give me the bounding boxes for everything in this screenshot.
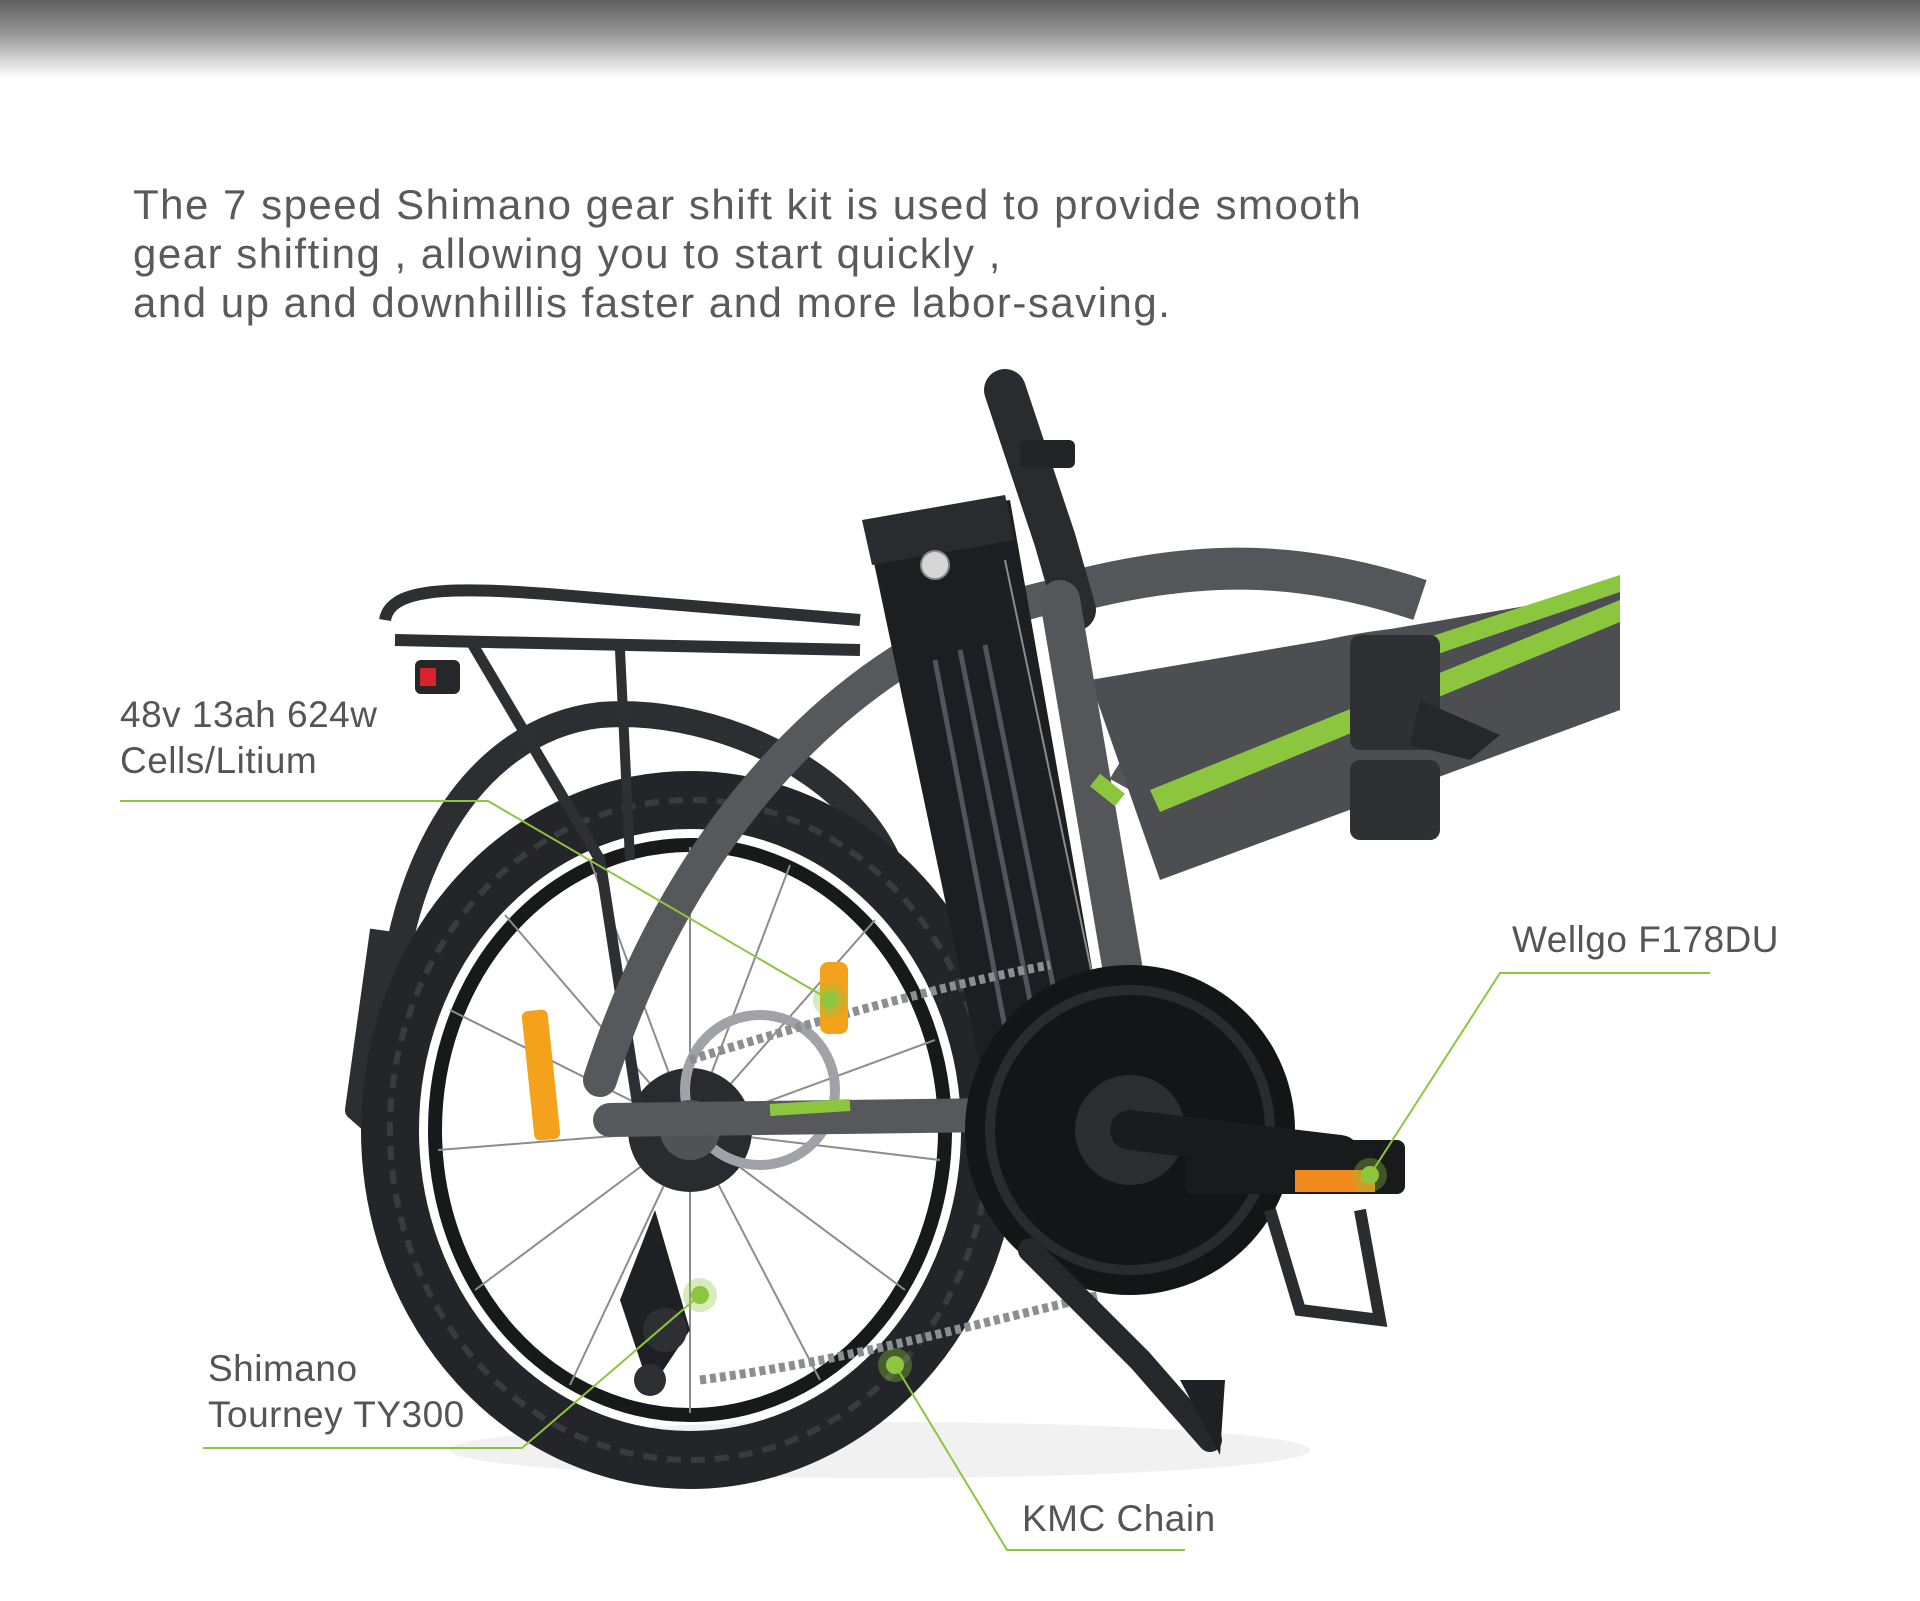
intro-line-1: The 7 speed Shimano gear shift kit is us…: [133, 181, 1363, 228]
pedal-callout-line-1: Wellgo F178DU: [1512, 919, 1779, 960]
header-gradient-bar: [0, 0, 1920, 78]
pedal-leader: [1369, 972, 1710, 1176]
callout-dots: [683, 983, 1387, 1382]
pedal-callout: Wellgo F178DU: [1512, 917, 1779, 963]
intro-paragraph: The 7 speed Shimano gear shift kit is us…: [133, 180, 1533, 327]
derailleur-callout-line-2: Tourney TY300: [208, 1394, 465, 1435]
chain-callout: KMC Chain: [1022, 1496, 1216, 1542]
derailleur-callout-line-1: Shimano: [208, 1348, 358, 1389]
battery-callout-line-1: 48v 13ah 624w: [120, 694, 378, 735]
battery-callout: 48v 13ah 624w Cells/Litium: [120, 692, 377, 784]
derailleur-callout: Shimano Tourney TY300: [208, 1346, 465, 1438]
intro-line-3: and up and downhillis faster and more la…: [133, 279, 1172, 326]
ebike-image: [345, 369, 1620, 1489]
chain-leader: [894, 1364, 1185, 1551]
battery-callout-line-2: Cells/Litium: [120, 740, 318, 781]
derailleur-leader: [203, 1294, 701, 1449]
chain-callout-line-1: KMC Chain: [1022, 1498, 1216, 1539]
battery-leader: [120, 800, 831, 1001]
intro-line-2: gear shifting , allowing you to start qu…: [133, 230, 1002, 277]
callout-leaders: [120, 800, 1710, 1551]
